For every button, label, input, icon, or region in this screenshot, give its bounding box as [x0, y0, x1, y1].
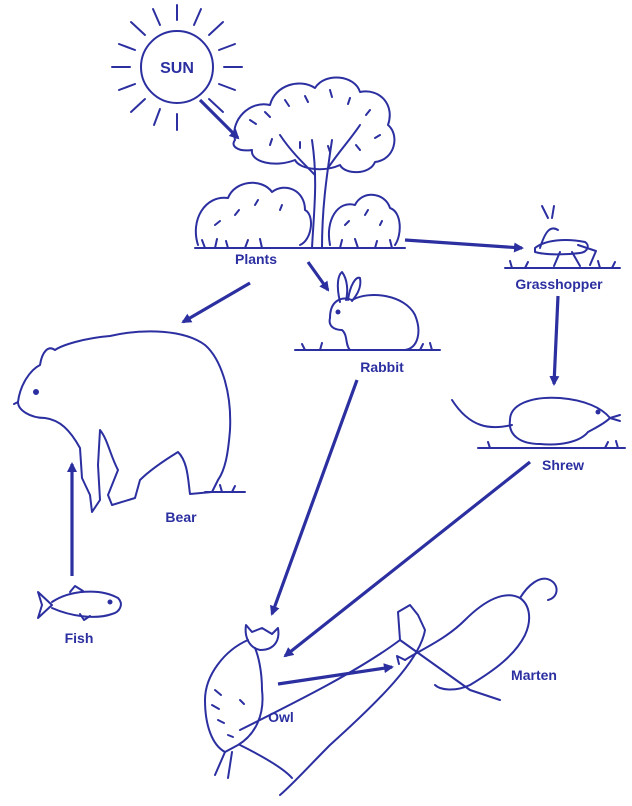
- plants-label: Plants: [235, 251, 277, 267]
- rabbit-label: Rabbit: [360, 359, 404, 375]
- plants-icon: Plants: [195, 77, 405, 267]
- owl-icon: Owl: [205, 625, 294, 778]
- owl-label: Owl: [268, 709, 294, 725]
- arrow-grasshopper-to-shrew: [554, 296, 558, 384]
- bear-label: Bear: [165, 509, 197, 525]
- arrow-plants-to-grasshopper: [405, 240, 522, 248]
- arrow-plants-to-rabbit: [308, 262, 328, 290]
- arrow-sun-to-plants: [200, 100, 238, 138]
- fish-icon: Fish: [38, 586, 121, 646]
- marten-icon: Marten: [240, 579, 557, 795]
- marten-label: Marten: [511, 667, 557, 683]
- shrew-icon: Shrew: [452, 398, 625, 473]
- arrow-plants-to-bear: [183, 283, 250, 322]
- grasshopper-label: Grasshopper: [515, 276, 603, 292]
- rabbit-icon: Rabbit: [295, 272, 440, 375]
- sun-label: SUN: [160, 60, 194, 77]
- grasshopper-icon: Grasshopper: [505, 206, 620, 292]
- arrow-shrew-to-owl: [285, 462, 530, 656]
- fish-label: Fish: [65, 630, 94, 646]
- sun-icon: SUN: [112, 5, 242, 130]
- shrew-label: Shrew: [542, 457, 584, 473]
- bear-icon: Bear: [14, 331, 245, 525]
- arrow-rabbit-to-owl: [272, 380, 357, 614]
